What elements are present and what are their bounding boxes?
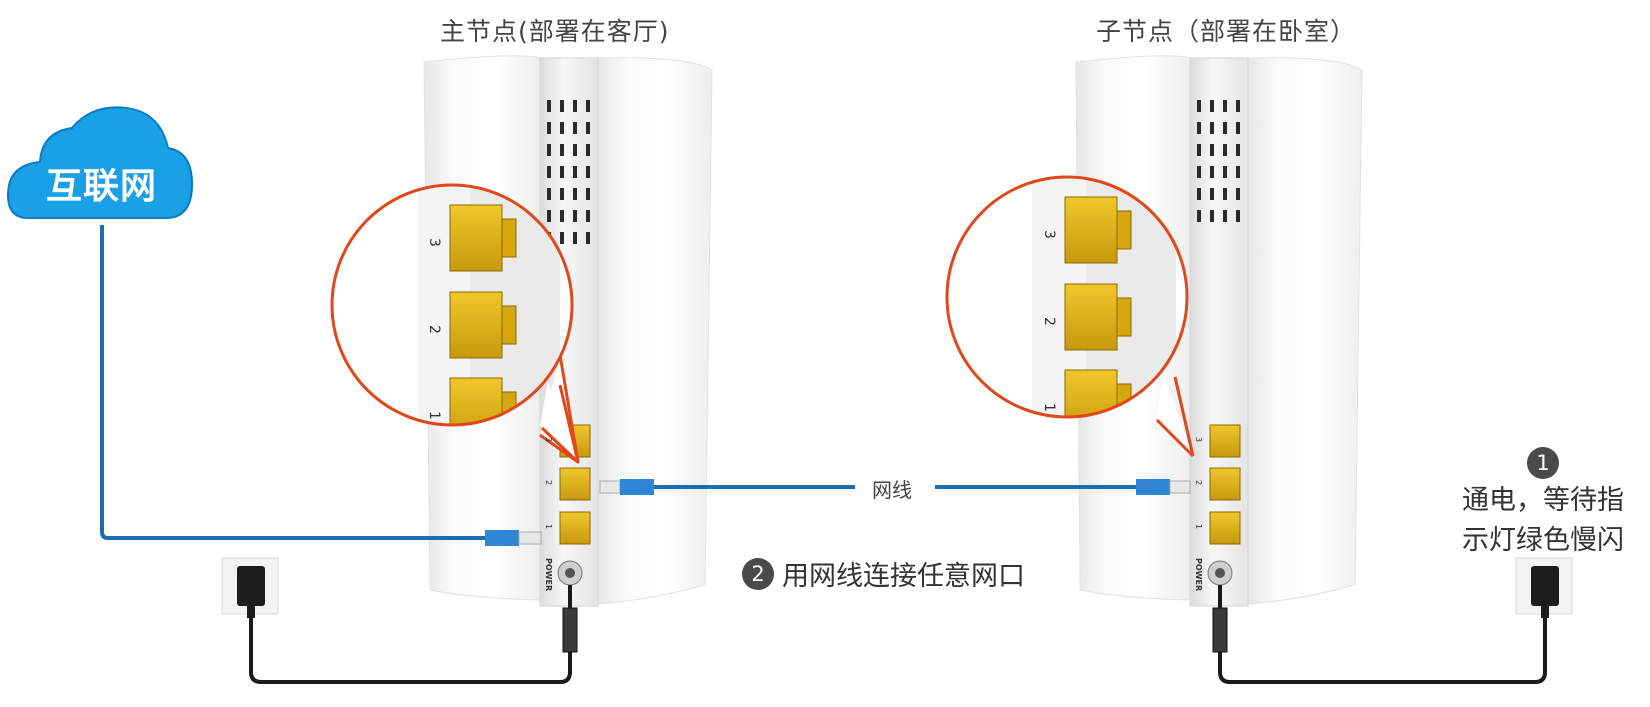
step-1-line-1: 通电，等待指	[1462, 485, 1624, 516]
sub-node-title: 子节点（部署在卧室）	[1096, 17, 1357, 46]
main-panel-port-2: 2	[544, 480, 553, 485]
main-panel-port-1: 1	[544, 524, 553, 529]
power-plug-icon	[562, 607, 578, 653]
cable-label: 网线	[862, 474, 922, 503]
sub-callout-port-2: 2	[1041, 317, 1057, 326]
main-panel-port-3: 3	[544, 437, 553, 442]
main-node-title: 主节点(部署在客厅)	[440, 17, 670, 46]
sub-panel-port-1: 1	[1194, 524, 1203, 529]
rj45-plug-icon	[1136, 479, 1191, 495]
step-1-number: 1	[1527, 447, 1559, 479]
ethernet-port-icon	[449, 204, 517, 425]
sub-callout-port-1: 1	[1041, 403, 1057, 412]
ethernet-port-icon	[1209, 424, 1241, 545]
main-callout-port-2: 2	[426, 325, 442, 334]
main-port-callout	[330, 183, 580, 464]
sub-power-label: POWER	[1194, 558, 1203, 591]
main-callout-port-3: 3	[426, 238, 442, 247]
power-plug-icon	[1212, 607, 1228, 653]
power-cord-left	[249, 618, 572, 684]
cloud-icon	[6, 106, 194, 219]
step-1-line-2: 示灯绿色慢闪	[1462, 525, 1624, 556]
power-adapter-icon	[1531, 566, 1559, 618]
step-2: 2 用网线连接任意网口	[742, 554, 1025, 593]
internet-cable	[100, 225, 485, 540]
rj45-plug-icon	[485, 530, 542, 546]
step-1: 1 通电，等待指 示灯绿色慢闪	[1462, 447, 1624, 561]
power-cord-right	[1218, 618, 1547, 684]
internet-label: 互联网	[46, 166, 158, 207]
ethernet-port-icon	[559, 424, 591, 545]
sub-panel-port-3: 3	[1194, 437, 1203, 442]
power-adapter-icon	[237, 566, 265, 618]
sub-panel-port-2: 2	[1194, 480, 1203, 485]
step-2-number: 2	[742, 557, 774, 590]
main-callout-port-1: 1	[426, 411, 442, 420]
main-power-label: POWER	[544, 558, 553, 591]
sub-callout-port-3: 3	[1041, 230, 1057, 239]
ethernet-port-icon	[1064, 196, 1132, 417]
step-2-text: 用网线连接任意网口	[782, 561, 1025, 592]
rj45-plug-icon	[599, 479, 654, 495]
